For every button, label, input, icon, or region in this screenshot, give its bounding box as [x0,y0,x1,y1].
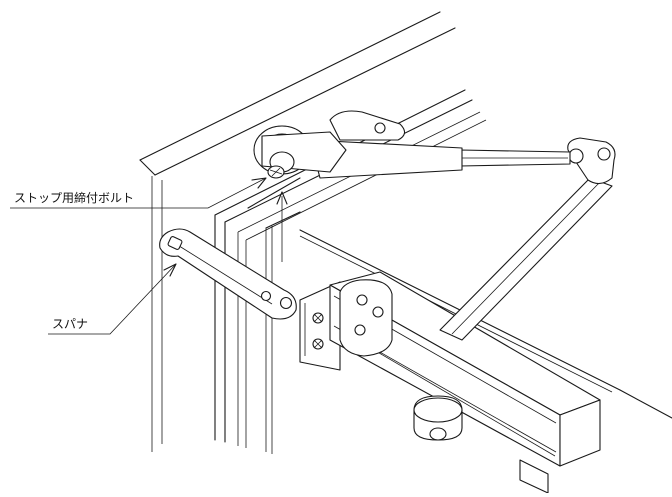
door-closer-body [299,271,601,494]
door-frame [139,11,672,454]
closer-arm [253,110,616,341]
stop-bolt [267,165,285,179]
label-stop-bolt: ストップ用締付ボルト [14,190,134,205]
callout-arrows [10,177,288,335]
spanner [159,228,297,320]
label-spanner: スパナ [52,317,88,331]
